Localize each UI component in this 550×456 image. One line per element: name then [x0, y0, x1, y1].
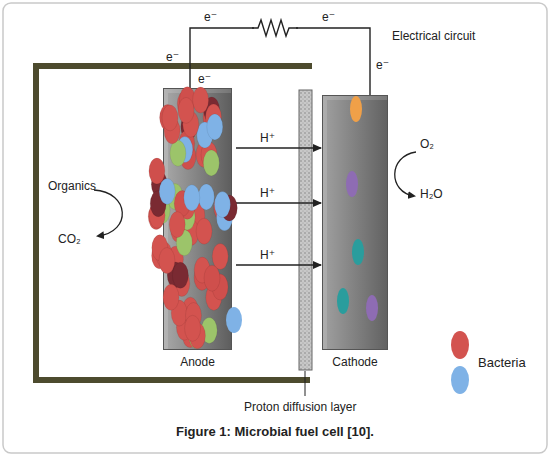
bacteria-cluster [122, 88, 252, 350]
bacterium [162, 105, 178, 131]
bacterium [214, 192, 230, 218]
catalyst-particle [366, 295, 378, 321]
curved-arrow [94, 190, 122, 236]
proton-membrane [299, 90, 312, 370]
bacteria-legend-red [451, 331, 469, 359]
cathode-dots [322, 95, 388, 350]
bacterium [170, 140, 186, 166]
bacterium [198, 184, 214, 210]
bacterium [172, 262, 188, 288]
annotation-label: H₂O [420, 187, 443, 201]
annotation-label: Organics [48, 179, 96, 193]
annotation-label: e⁻ [376, 58, 389, 72]
circuit-wire [190, 28, 370, 95]
bacterium [163, 284, 179, 310]
resistor-symbol [252, 20, 298, 36]
curved-arrow [395, 152, 416, 196]
bacterium [185, 315, 201, 341]
edge-label: H⁺ [258, 186, 277, 200]
bacterium [203, 150, 219, 176]
anode-electrode: Anode [163, 88, 232, 350]
page-frame [3, 3, 547, 453]
catalyst-particle [352, 239, 364, 265]
annotation-label: Proton diffusion layer [244, 400, 357, 414]
annotation-label: Electrical circuit [392, 29, 475, 43]
bacterium [149, 158, 165, 184]
proton-arrow [236, 264, 321, 265]
proton-arrow [236, 147, 321, 148]
chamber-frame [36, 66, 312, 380]
bacterium [159, 178, 175, 204]
legend-label: Bacteria [478, 356, 526, 370]
bacteria-legend-blue [451, 366, 469, 394]
bacterium [207, 114, 223, 140]
catalyst-particle [346, 171, 358, 197]
annotation-label: e⁻ [166, 50, 179, 64]
bacterium [178, 97, 194, 123]
bacterium [169, 212, 185, 238]
bacterium [204, 265, 220, 291]
annotation-label: e⁻ [322, 10, 335, 24]
bacterium [226, 307, 242, 333]
bacterium [184, 185, 200, 211]
annotation-label: O₂ [420, 137, 434, 151]
bacterium [193, 87, 209, 113]
bacterium [159, 248, 175, 274]
figure-caption: Figure 1: Microbial fuel cell [10]. [0, 424, 550, 439]
edge-label: H⁺ [258, 248, 277, 262]
catalyst-particle [350, 96, 362, 122]
edge-label: H⁺ [258, 131, 277, 145]
bacterium [196, 218, 212, 244]
annotation-label: e⁻ [198, 72, 211, 86]
catalyst-particle [337, 288, 349, 314]
leader-line [305, 371, 306, 396]
annotation-label: e⁻ [204, 10, 217, 24]
electrode-label: Anode [180, 355, 215, 369]
proton-arrow [236, 202, 321, 203]
cathode-electrode: Cathode [322, 95, 388, 350]
electrode-label: Cathode [332, 355, 377, 369]
annotation-label: CO₂ [58, 232, 81, 246]
